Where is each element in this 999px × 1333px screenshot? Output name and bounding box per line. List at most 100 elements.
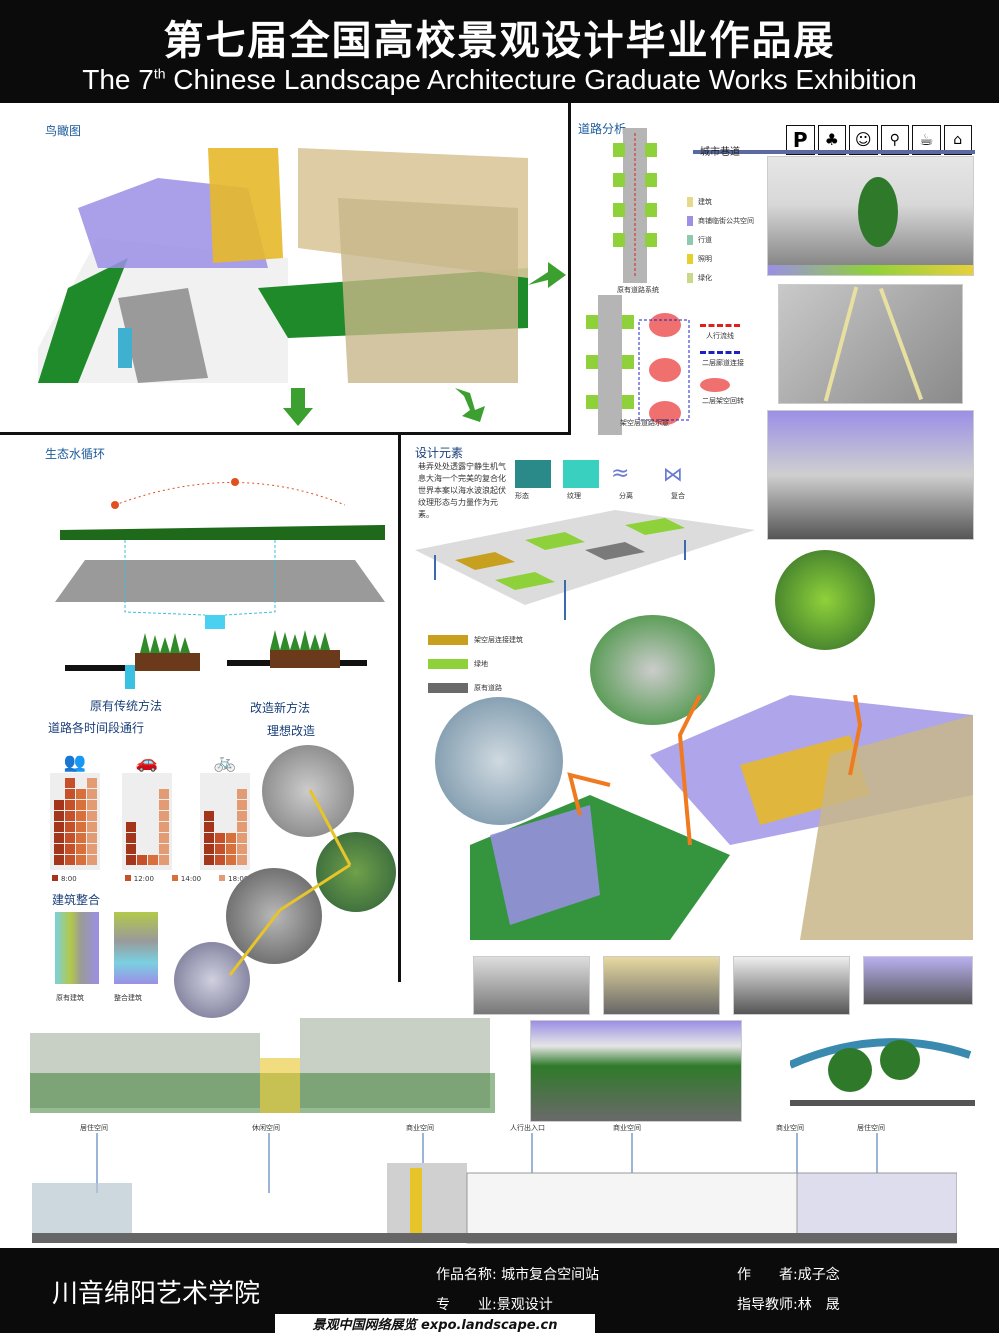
arrow-down-icon	[455, 388, 485, 422]
traffic-bar-cell	[159, 811, 169, 821]
traffic-bar-cell	[54, 844, 64, 854]
wave-photo-icon	[515, 460, 551, 488]
design-icon-labels: 形态 纹理 分离 复合	[515, 492, 685, 500]
watermark: 景观中国网络展览 expo.landscape.cn	[275, 1314, 595, 1333]
traffic-bar-cell	[76, 800, 86, 810]
divider	[398, 432, 401, 982]
traffic-bar-cell	[204, 855, 214, 865]
traffic-bar-cell	[204, 833, 214, 843]
traffic-bar-cell	[65, 822, 75, 832]
traffic-bar-cell	[126, 855, 136, 865]
section-tag: 商业空间	[406, 1124, 434, 1132]
traffic-bar-cell	[87, 844, 97, 854]
road-legend: 建筑 商铺临街公共空间 行道 照明 绿化	[687, 192, 772, 287]
facility-icons: P ♣ ☺ ⚲ ☕ ⌂	[786, 125, 972, 155]
traffic-bar-cell	[159, 822, 169, 832]
school-name: 川音绵阳艺术学院	[52, 1279, 261, 1309]
traffic-bar-cell	[87, 789, 97, 799]
eco-water-diagram	[55, 478, 385, 629]
traffic-bar-cell	[215, 855, 225, 865]
coffee-icon: ☕	[912, 125, 941, 155]
eco-label: 生态水循环	[45, 447, 106, 461]
traffic-bar-cell	[226, 855, 236, 865]
bicycle-icon: 🚲	[200, 752, 250, 773]
composite-icon: ⋈	[663, 462, 683, 486]
ideal-photo-1	[262, 745, 354, 837]
person-icon: ☺	[849, 125, 878, 155]
traffic-bar-cell	[76, 789, 86, 799]
traffic-bar-cell	[87, 855, 97, 865]
divider	[0, 432, 571, 435]
traffic-bar-cell	[65, 855, 75, 865]
major: 专 业:景观设计	[436, 1297, 553, 1313]
ideal-connector	[228, 789, 352, 976]
traffic-bar-cell	[126, 833, 136, 843]
strip-render-2	[603, 956, 720, 1015]
section-tag: 商业空间	[776, 1124, 804, 1132]
traffic-bar-cell	[204, 811, 214, 821]
alley-render-3	[767, 410, 974, 540]
page-title: 第七届全国高校景观设计毕业作品展	[163, 18, 836, 64]
tree-icon: ♣	[817, 125, 846, 155]
traffic-chart-pedestrian: 👥	[50, 752, 100, 870]
traffic-bar-cell	[237, 800, 247, 810]
traffic-bar-cell	[159, 855, 169, 865]
car-icon: 🚗	[122, 752, 172, 773]
eco-new-label: 改造新方法	[250, 701, 311, 715]
building-label: 建筑整合	[52, 893, 101, 907]
road-label: 道路分析	[578, 122, 627, 136]
traffic-bar-cell	[215, 833, 225, 843]
arrow-down-icon	[283, 388, 313, 426]
section-tag: 居住空间	[80, 1124, 108, 1132]
author: 作 者:成子念	[737, 1267, 840, 1283]
alley-render-2	[778, 284, 963, 404]
alley-rule	[693, 150, 975, 154]
aerial-view	[38, 148, 528, 383]
traffic-bar-cell	[237, 789, 247, 799]
ideal-label: 理想改造	[267, 724, 316, 738]
traffic-bar-cell	[237, 855, 247, 865]
traffic-bar-cell	[54, 811, 64, 821]
original-building-label: 原有建筑	[56, 994, 84, 1002]
traffic-bar-cell	[126, 822, 136, 832]
traffic-bar-cell	[65, 811, 75, 821]
traffic-bar-cell	[159, 844, 169, 854]
traffic-bar-cell	[87, 778, 97, 788]
plan-isometric	[415, 510, 755, 620]
toilet-icon: ⚲	[880, 125, 909, 155]
aerial-right-view	[470, 695, 973, 940]
section-tag: 休闲空间	[252, 1124, 280, 1132]
traffic-bar-cell	[76, 855, 86, 865]
traffic-bar-cell	[65, 833, 75, 843]
traffic-bar-cell	[237, 833, 247, 843]
traffic-label: 道路各时间段通行	[48, 721, 145, 735]
traffic-bar-cell	[159, 789, 169, 799]
traffic-chart-bike: 🚲	[200, 752, 250, 870]
traffic-chart-car: 🚗	[122, 752, 172, 870]
traffic-bar-cell	[215, 844, 225, 854]
traffic-bar-cell	[126, 844, 136, 854]
traffic-bar-cell	[76, 811, 86, 821]
detail-photo-3	[435, 697, 563, 825]
road-original-label: 原有道路系统	[617, 286, 659, 294]
advisor: 指导教师:林 晟	[737, 1297, 840, 1313]
traffic-time-legend: 8:00 12:00 14:00 18:00	[52, 875, 248, 883]
traffic-bar-cell	[76, 844, 86, 854]
traffic-bar-cell	[54, 833, 64, 843]
traffic-bar-cell	[87, 833, 97, 843]
strip-render-1	[473, 956, 590, 1015]
long-section	[32, 1133, 957, 1244]
traffic-bar-cell	[159, 800, 169, 810]
section-tag: 居住空间	[857, 1124, 885, 1132]
road-elevated-label: 架空层道路示意	[620, 419, 669, 427]
traffic-bar-cell	[204, 844, 214, 854]
header-banner: 第七届全国高校景观设计毕业作品展 The 7th Chinese Landsca…	[0, 0, 999, 103]
wave-icon: ≈	[611, 461, 630, 486]
section-tag: 商业空间	[613, 1124, 641, 1132]
page-subtitle: The 7th Chinese Landscape Architecture G…	[82, 64, 917, 95]
ideal-photo-2	[316, 832, 396, 912]
traffic-bar-cell	[76, 822, 86, 832]
alley-render-1	[767, 156, 974, 276]
bridge-render	[790, 1038, 975, 1106]
traffic-bar-cell	[237, 811, 247, 821]
